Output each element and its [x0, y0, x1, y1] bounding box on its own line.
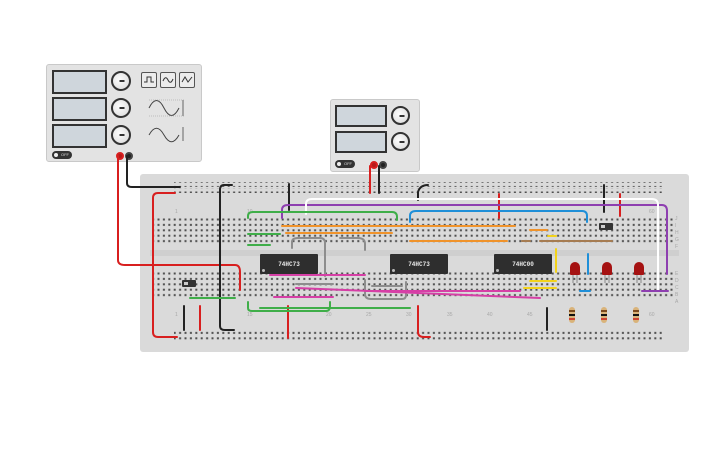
wire-blue[interactable]: [409, 210, 588, 223]
row-label: J: [675, 216, 678, 222]
offset-display: [52, 124, 107, 148]
square-wave-icon[interactable]: [141, 72, 157, 88]
function-generator[interactable]: OFF: [46, 64, 202, 162]
wire-pink[interactable]: [295, 287, 541, 299]
current-display: [335, 131, 387, 153]
amplitude-display: [52, 97, 107, 121]
slide-switch[interactable]: [599, 223, 613, 230]
resistor[interactable]: [569, 307, 575, 323]
offset-waveform-icon: [148, 127, 184, 143]
triangle-wave-icon[interactable]: [160, 72, 176, 88]
power-supply-negative-terminal[interactable]: [379, 161, 387, 169]
column-number: 60: [649, 209, 655, 215]
column-number: 25: [366, 312, 372, 318]
wire-green[interactable]: [247, 211, 398, 221]
wire-red[interactable]: [117, 155, 241, 291]
wire-gray[interactable]: [364, 279, 407, 300]
column-number: 1: [175, 209, 178, 215]
slide-switch[interactable]: [182, 280, 196, 287]
sine-wave-icon[interactable]: [179, 72, 195, 88]
row-label: D: [675, 278, 679, 284]
column-number: 35: [447, 312, 453, 318]
frequency-knob[interactable]: [111, 71, 131, 91]
amplitude-waveform-icon: [148, 99, 185, 117]
wire-black[interactable]: [219, 184, 235, 331]
resistor[interactable]: [601, 307, 607, 323]
row-label: F: [675, 244, 679, 250]
resistor[interactable]: [633, 307, 639, 323]
power-supply[interactable]: OFF: [330, 99, 420, 172]
chip-74hc73-2[interactable]: 74HC73: [390, 254, 448, 274]
wire-gray[interactable]: [291, 237, 326, 277]
led-red[interactable]: [570, 262, 580, 275]
wire-red[interactable]: [417, 305, 431, 338]
wire-red[interactable]: [152, 192, 178, 338]
offset-knob[interactable]: [111, 125, 131, 145]
amplitude-knob[interactable]: [111, 98, 131, 118]
wire-white[interactable]: [305, 198, 659, 291]
power-supply-positive-terminal[interactable]: [370, 161, 378, 169]
voltage-display: [335, 105, 387, 127]
current-knob[interactable]: [391, 132, 410, 151]
frequency-display: [52, 70, 107, 94]
column-number: 1: [175, 312, 178, 318]
column-number: 30: [406, 312, 412, 318]
chip-74hc00[interactable]: 74HC00: [494, 254, 552, 274]
column-number: 40: [487, 312, 493, 318]
wire-black[interactable]: [126, 155, 181, 188]
row-label: C: [675, 285, 679, 291]
wire-black[interactable]: [417, 184, 429, 201]
power-supply-power-switch[interactable]: OFF: [335, 160, 355, 168]
voltage-knob[interactable]: [391, 106, 410, 125]
row-label: I: [675, 223, 677, 229]
row-label: G: [675, 237, 679, 243]
column-number: 45: [527, 312, 533, 318]
column-number: 15: [247, 312, 253, 318]
function-generator-power-switch[interactable]: OFF: [52, 151, 72, 159]
wire-gray[interactable]: [339, 237, 366, 251]
led-red[interactable]: [634, 262, 644, 275]
row-label: A: [675, 299, 679, 305]
row-label: H: [675, 230, 679, 236]
row-label: B: [675, 292, 679, 298]
column-number: 20: [326, 312, 332, 318]
led-red[interactable]: [602, 262, 612, 275]
wire-purple[interactable]: [281, 204, 668, 275]
column-number: 60: [649, 312, 655, 318]
chip-74hc73-1[interactable]: 74HC73: [260, 254, 318, 274]
row-label: E: [675, 271, 679, 277]
